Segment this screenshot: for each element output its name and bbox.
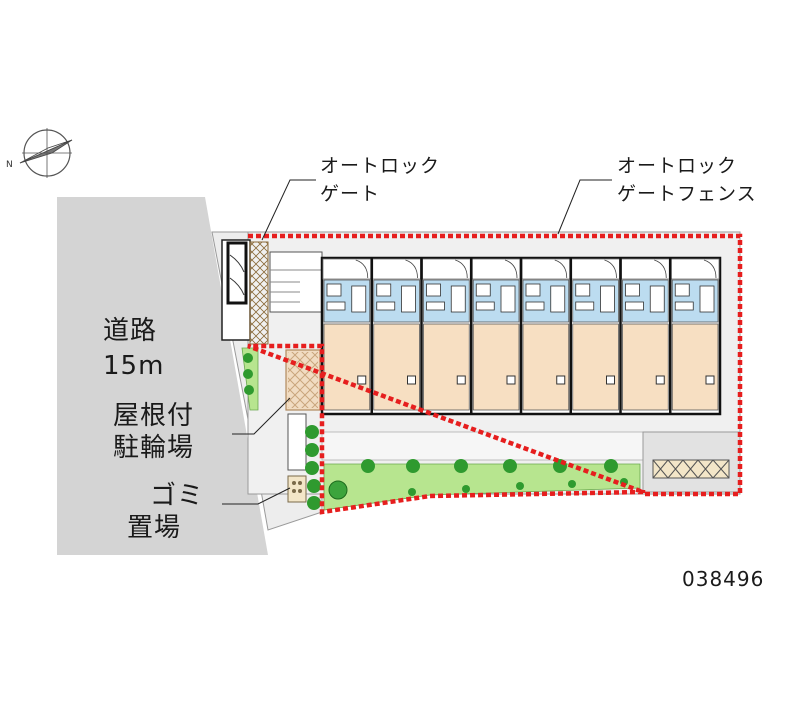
unit-kitchen: [525, 301, 545, 311]
unit-living-room: [423, 323, 470, 411]
unit-living-room: [622, 323, 669, 411]
unit-kitchen: [575, 301, 595, 311]
unit-door-swing: [455, 259, 468, 279]
unit-living-room: [671, 323, 719, 411]
unit-door-swing: [654, 259, 667, 279]
unit-balcony: [422, 258, 471, 280]
unit-balcony: [571, 258, 620, 280]
unit-toilet: [625, 283, 640, 297]
unit-door-swing: [405, 259, 418, 279]
unit-bath: [401, 285, 416, 313]
road-width-label: 15m: [103, 351, 165, 381]
gate-leader-line: [261, 179, 316, 241]
unit-living-room: [472, 323, 520, 411]
unit-closet: [705, 375, 715, 385]
unit-living-room: [323, 323, 371, 411]
unit-toilet: [326, 283, 342, 297]
unit-closet: [357, 375, 367, 385]
unit-closet: [506, 375, 516, 385]
unit-kitchen: [674, 301, 694, 311]
unit-kitchen: [475, 301, 495, 311]
unit-toilet: [575, 283, 591, 297]
unit-toilet: [525, 283, 541, 297]
unit-door-swing: [604, 259, 617, 279]
bike-leader-line: [232, 397, 291, 435]
bike-parking-label-line1: 屋根付: [113, 401, 195, 431]
fence-leader-line: [557, 179, 612, 235]
unit-toilet: [426, 283, 441, 297]
property-id: 038496: [682, 567, 765, 591]
unit-kitchen: [426, 301, 445, 311]
unit-balcony: [372, 258, 421, 280]
unit-living-room: [572, 323, 619, 411]
road-label: 道路: [103, 316, 158, 346]
unit-closet: [407, 375, 416, 385]
unit-bath: [500, 285, 516, 313]
unit-toilet: [674, 283, 690, 297]
trash-area: [287, 413, 307, 503]
trash-leader-line: [222, 487, 291, 505]
unit-door-swing: [703, 259, 717, 279]
entrance-area: [221, 239, 323, 345]
unit-balcony: [521, 258, 571, 280]
crossed-blocks: [652, 459, 730, 479]
trash-label-line2: 置場: [127, 513, 182, 543]
unit-door-swing: [554, 259, 568, 279]
unit-closet: [556, 375, 566, 385]
autolock-gate-label-line1: オートロック: [320, 155, 441, 177]
unit-bath: [450, 285, 466, 313]
unit-toilet: [475, 283, 491, 297]
unit-balcony: [322, 258, 372, 280]
unit-living-room: [522, 323, 570, 411]
bike-parking-label-line2: 駐輪場: [113, 433, 195, 463]
unit-closet: [606, 375, 615, 385]
unit-closet: [456, 375, 466, 385]
unit-bath: [699, 285, 715, 313]
autolock-fence-label-line2: ゲートフェンス: [617, 183, 757, 205]
unit-closet: [655, 375, 665, 385]
unit-kitchen: [625, 301, 644, 311]
compass-north-label: N: [6, 160, 13, 170]
unit-bath: [600, 285, 615, 313]
unit-kitchen: [376, 301, 396, 311]
autolock-gate-label-line2: ゲート: [320, 183, 381, 205]
compass-icon: [19, 128, 73, 178]
trash-label-line1: ゴミ: [150, 481, 205, 511]
unit-door-swing: [504, 259, 518, 279]
unit-toilet: [376, 283, 392, 297]
unit-bath: [550, 285, 566, 313]
unit-door-swing: [355, 259, 369, 279]
apartment-building: [320, 256, 722, 416]
unit-balcony: [670, 258, 720, 280]
unit-bath: [351, 285, 367, 313]
unit-kitchen: [326, 301, 346, 311]
autolock-fence-label-line1: オートロック: [617, 155, 738, 177]
road: [57, 197, 268, 555]
unit-bath: [649, 285, 665, 313]
unit-balcony: [621, 258, 670, 280]
unit-balcony: [471, 258, 521, 280]
autolock-fence: [247, 233, 743, 515]
